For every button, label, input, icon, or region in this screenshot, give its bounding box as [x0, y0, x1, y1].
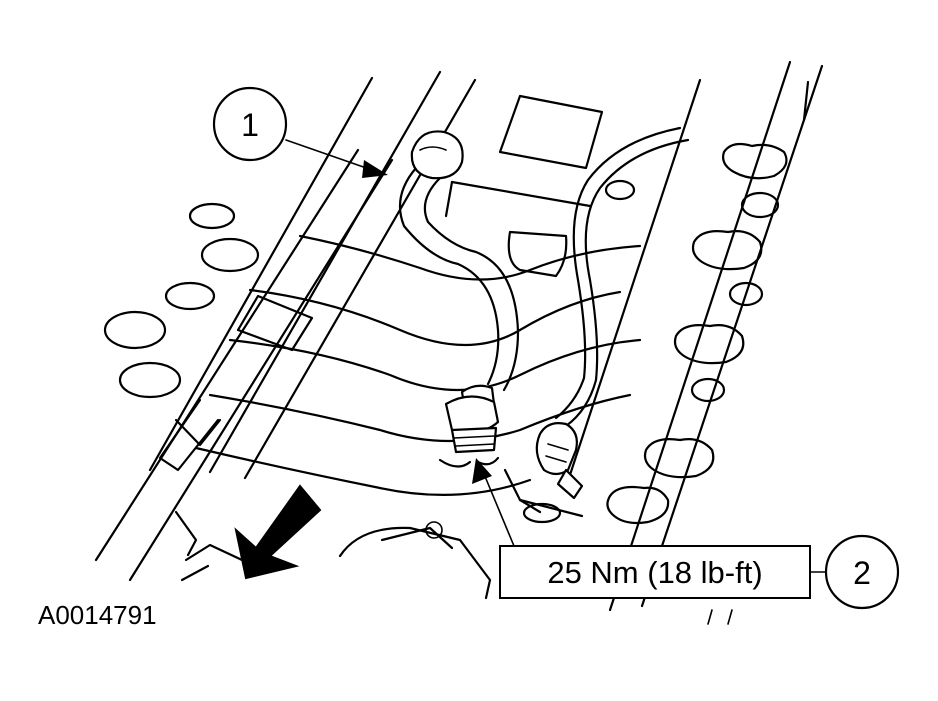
torque-spec-box: 25 Nm (18 lb-ft) [499, 545, 827, 599]
torque-spec-text: 25 Nm (18 lb-ft) [547, 555, 762, 590]
sensor-wiring [535, 126, 690, 500]
torque-leader-arrowhead [472, 458, 492, 484]
right-ports [522, 142, 788, 525]
callout-2-label: 2 [853, 555, 871, 591]
callout-1: 1 [212, 86, 388, 178]
ground-marks [707, 609, 733, 625]
callout-1-label: 1 [241, 107, 259, 143]
callout-1-arrowhead [362, 160, 388, 178]
front-direction-arrow-icon [234, 484, 322, 580]
engine-outline [94, 60, 824, 612]
fuel-line [398, 130, 520, 468]
callout-2: 2 [824, 534, 900, 610]
figure-id: A0014791 [38, 600, 157, 630]
torque-leader [472, 458, 515, 547]
left-ports [103, 202, 260, 399]
